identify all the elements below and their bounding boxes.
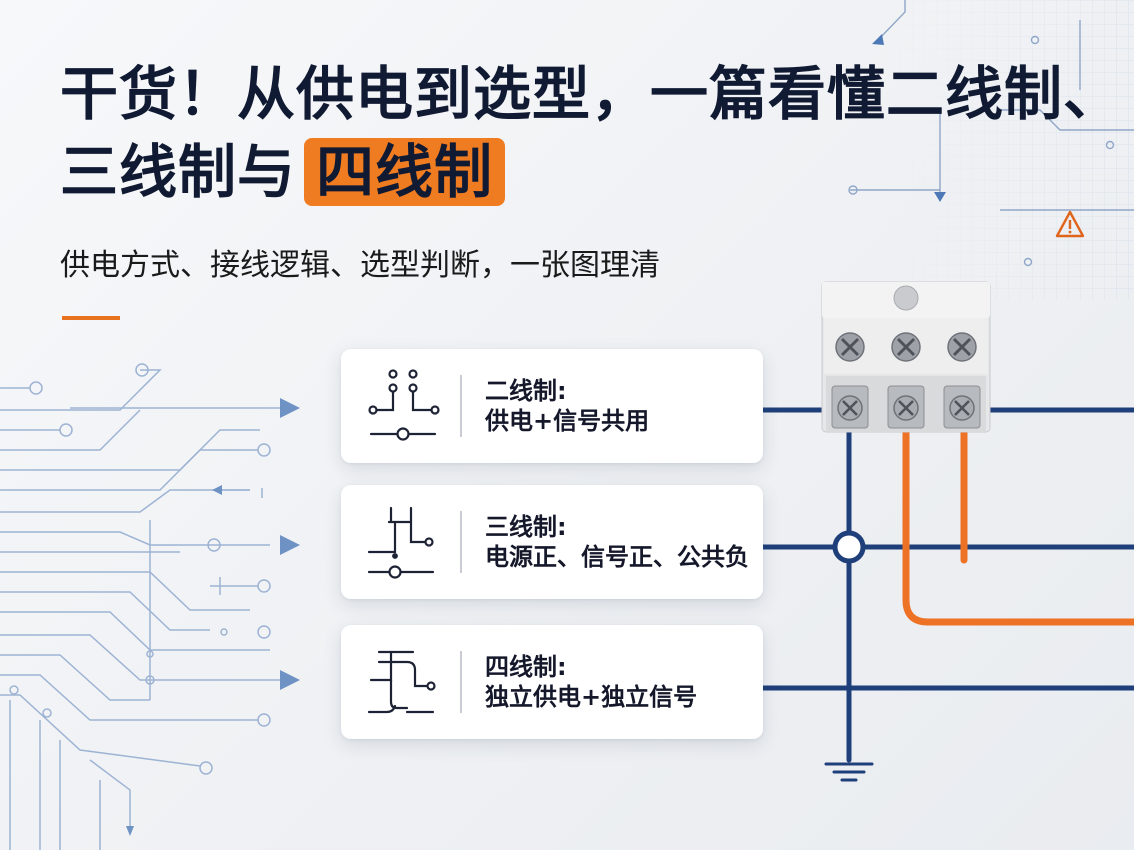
terminal-screw [893, 395, 919, 421]
arrow-icon [280, 535, 300, 555]
card-divider [460, 511, 462, 573]
three-wire-card: 三线制: 电源正、信号正、公共负 [341, 485, 763, 599]
arrow-down-icon [934, 192, 946, 202]
terminal-screw [949, 395, 975, 421]
three-wire-schematic-icon [367, 506, 435, 579]
arrow-icon [280, 398, 300, 418]
card-text: 二线制: 供电+信号共用 [485, 349, 753, 463]
accent-divider [62, 316, 120, 320]
card-divider [460, 375, 462, 437]
terminal-screw [837, 395, 863, 421]
card-description: 独立供电+独立信号 [485, 683, 698, 711]
arrow-icon [280, 670, 300, 690]
tech-grid-pattern [880, 0, 1134, 300]
card-title: 二线制: [485, 377, 567, 405]
card-title: 四线制: [485, 653, 567, 681]
arrow-left-icon [212, 485, 222, 495]
page-subtitle: 供电方式、接线逻辑、选型判断，一张图理清 [60, 248, 660, 283]
terminal-block [821, 281, 991, 433]
arrow-down-icon [126, 826, 134, 836]
terminal-screw [835, 332, 865, 362]
page-title-line-1: 干货！从供电到选型，一篇看懂二线制、 [60, 60, 1123, 128]
left-circuit-traces [0, 363, 280, 850]
two-wire-card: 二线制: 供电+信号共用 [341, 349, 763, 463]
two-wire-schematic-icon [368, 369, 440, 441]
page-title-prefix: 三线制与 [60, 138, 297, 206]
ground-symbol-icon [824, 762, 874, 782]
top-right-circuit-lines [848, 0, 1134, 267]
card-text: 四线制: 独立供电+独立信号 [485, 625, 753, 739]
wire-junction-node [832, 530, 866, 564]
card-description: 电源正、信号正、公共负 [485, 543, 749, 571]
card-divider [460, 651, 462, 713]
card-description: 供电+信号共用 [485, 407, 650, 435]
card-title: 三线制: [485, 513, 567, 541]
page-title-line-2: 三线制与四线制 [60, 138, 506, 206]
title-highlight-badge: 四线制 [304, 138, 506, 206]
orange-signal-wires [902, 421, 1134, 626]
terminal-screw [891, 332, 921, 362]
card-text: 三线制: 电源正、信号正、公共负 [485, 485, 753, 599]
terminal-screw [947, 332, 977, 362]
arrow-icon [872, 34, 884, 45]
warning-icon [1055, 210, 1085, 238]
four-wire-schematic-icon [367, 650, 436, 714]
four-wire-card: 四线制: 独立供电+独立信号 [341, 625, 763, 739]
blue-signal-wires [759, 407, 1134, 763]
